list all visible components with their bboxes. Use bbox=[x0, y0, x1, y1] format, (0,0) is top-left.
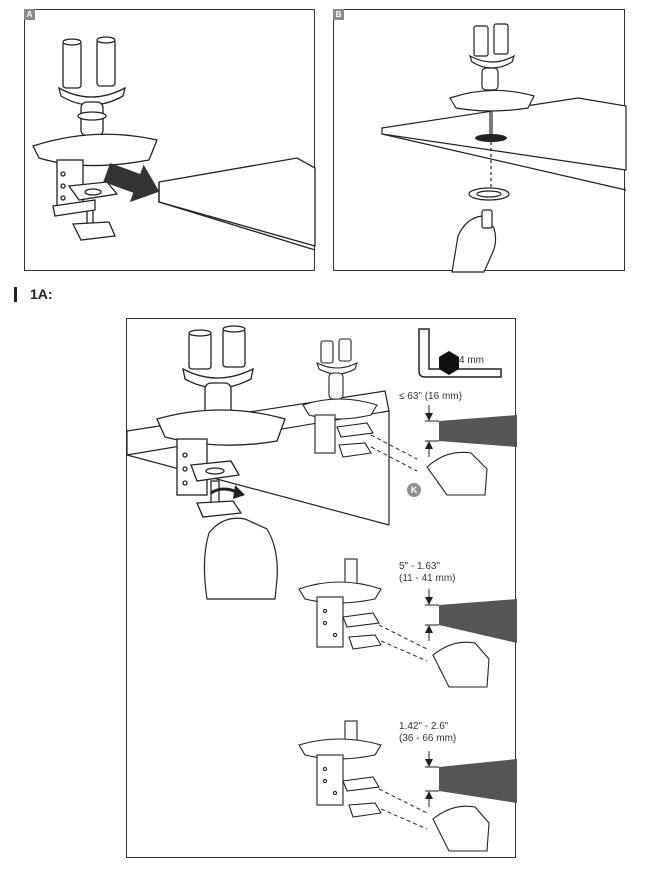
callout-k: K bbox=[407, 483, 421, 497]
panel-a: A bbox=[24, 9, 316, 271]
dimension-2-line2: (11 - 41 mm) bbox=[399, 573, 456, 584]
dimension-3-line1: 1.42" - 2.6" bbox=[399, 721, 449, 732]
dimension-3-line2: (36 - 66 mm) bbox=[399, 733, 457, 744]
dimension-label-1: ≤ 63" (16 mm) bbox=[399, 391, 462, 403]
panel-b-tag: B bbox=[333, 9, 344, 20]
step-label: 1A: bbox=[30, 286, 53, 302]
dimension-label-2: 5" - 1.63" (11 - 41 mm) bbox=[399, 561, 456, 585]
panel-a-illustration bbox=[32, 36, 316, 251]
panel-1a-illustration bbox=[126, 325, 517, 852]
step-marker bbox=[14, 287, 17, 302]
dimension-1-line1: ≤ 63" (16 mm) bbox=[399, 391, 462, 402]
panel-a-tag: A bbox=[24, 9, 35, 20]
panel-b-illustration bbox=[381, 23, 627, 273]
dimension-2-line1: 5" - 1.63" bbox=[399, 561, 441, 572]
panel-1a: 4 mm ≤ 63" (16 mm) K 5" - 1.63" (11 - 41… bbox=[126, 318, 517, 858]
hex-key-size-label: 4 mm bbox=[459, 355, 484, 366]
dimension-label-3: 1.42" - 2.6" (36 - 66 mm) bbox=[399, 721, 456, 745]
panel-b: B bbox=[333, 9, 627, 273]
